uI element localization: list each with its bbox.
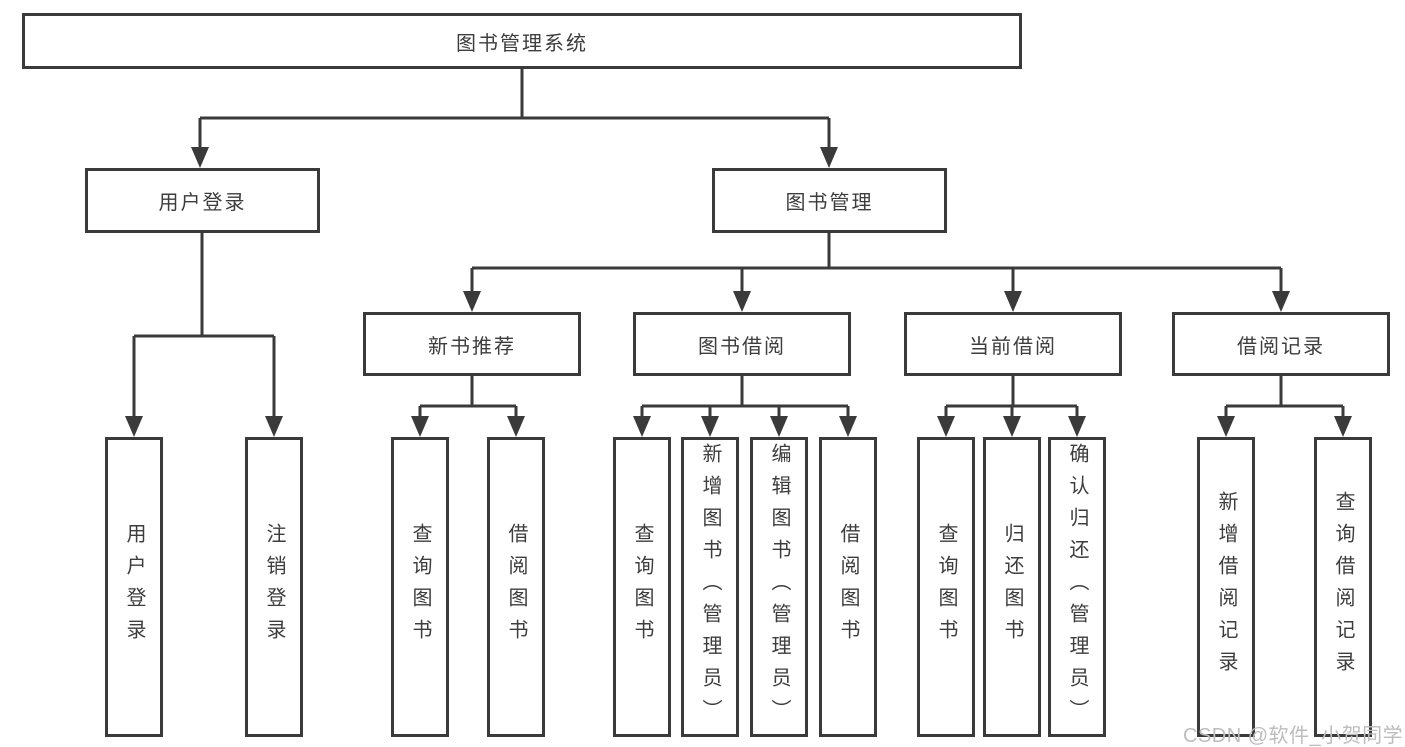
leaf-label: 查询借阅记录 [1332, 491, 1354, 683]
leaf-label: 注销登录 [263, 523, 285, 651]
node-leaf-user-login: 用户登录 [105, 437, 163, 737]
node-leaf-confirm-return-admin: 确认归还（管理员） [1048, 437, 1106, 737]
node-new-book-recommend: 新书推荐 [363, 312, 581, 376]
node-borrow-records: 借阅记录 [1172, 312, 1390, 376]
node-leaf-add-borrow-record: 新增借阅记录 [1197, 437, 1255, 737]
leaf-label: 编辑图书（管理员） [768, 443, 790, 731]
node-leaf-query-books-current: 查询图书 [917, 437, 975, 737]
node-leaf-logout: 注销登录 [245, 437, 303, 737]
node-root: 图书管理系统 [22, 13, 1022, 69]
leaf-label: 新增借阅记录 [1215, 491, 1237, 683]
node-book-borrow: 图书借阅 [633, 312, 851, 376]
leaf-label: 借阅图书 [505, 523, 527, 651]
node-leaf-query-books-borrow: 查询图书 [613, 437, 671, 737]
leaf-label: 查询图书 [631, 523, 653, 651]
node-leaf-query-borrow-record: 查询借阅记录 [1314, 437, 1372, 737]
node-leaf-borrow-books: 借阅图书 [819, 437, 877, 737]
leaf-label: 归还图书 [1001, 523, 1023, 651]
leaf-label: 确认归还（管理员） [1066, 443, 1088, 731]
leaf-label: 用户登录 [123, 523, 145, 651]
node-book-management: 图书管理 [712, 168, 947, 233]
node-leaf-edit-books-admin: 编辑图书（管理员） [750, 437, 808, 737]
node-leaf-borrow-books-recommend: 借阅图书 [487, 437, 545, 737]
leaf-label: 查询图书 [409, 523, 431, 651]
node-current-borrow: 当前借阅 [904, 312, 1122, 376]
leaf-label: 新增图书（管理员） [699, 443, 721, 731]
leaf-label: 查询图书 [935, 523, 957, 651]
node-leaf-query-books-recommend: 查询图书 [391, 437, 449, 737]
leaf-label: 借阅图书 [837, 523, 859, 651]
node-leaf-add-books-admin: 新增图书（管理员） [681, 437, 739, 737]
node-user-login: 用户登录 [85, 168, 320, 233]
csdn-watermark: CSDN @软件_小贺同学 [1183, 725, 1404, 747]
node-leaf-return-books: 归还图书 [983, 437, 1041, 737]
